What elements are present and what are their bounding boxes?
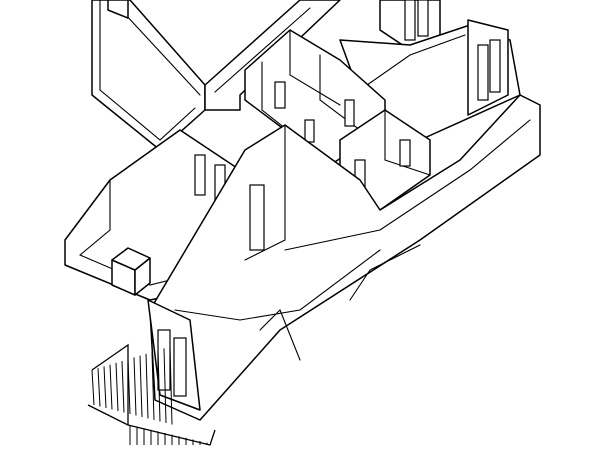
cabinet-top xyxy=(111,247,151,271)
interior-door-3 xyxy=(304,119,315,143)
window-right-pane-1 xyxy=(477,44,489,101)
left-room-wall-top xyxy=(79,179,111,256)
balcony-baluster xyxy=(169,346,173,425)
balcony-baluster xyxy=(127,359,131,415)
window-top-left xyxy=(107,0,129,19)
window-top-middle-pane-1 xyxy=(404,0,416,41)
balcony-baluster xyxy=(115,362,119,412)
main-room xyxy=(149,94,541,421)
top-wing-inner-edge xyxy=(99,0,196,141)
main-room-floor-edge-1 xyxy=(174,249,381,321)
upper-corridor-floor xyxy=(214,7,311,93)
balcony-baluster xyxy=(145,353,149,419)
interior-door-1 xyxy=(274,81,286,109)
balcony-baluster xyxy=(103,366,107,409)
balcony-balusters xyxy=(91,346,208,445)
window-bottom-left-pane-2 xyxy=(173,337,187,397)
interior-door-8 xyxy=(249,184,265,251)
balcony-bottom-rail xyxy=(87,404,129,426)
window-right-pane-2 xyxy=(489,39,501,93)
balcony-baluster xyxy=(121,360,125,413)
balcony-baluster xyxy=(151,351,155,421)
top-wing xyxy=(91,0,206,151)
interior-door-6 xyxy=(194,154,206,196)
balcony-railing xyxy=(87,343,216,446)
main-room-floor-edge-2 xyxy=(284,119,531,251)
interior-door-5 xyxy=(399,139,411,167)
balcony-baluster xyxy=(163,348,167,424)
window-top-middle-pane-2 xyxy=(417,0,429,37)
main-room-outer-wall xyxy=(149,94,541,421)
balcony-baluster xyxy=(97,368,101,407)
main-room-slope-2 xyxy=(349,244,421,301)
bathroom-partition xyxy=(384,109,431,176)
balcony-baluster xyxy=(157,350,161,422)
main-room-slope-1 xyxy=(259,309,301,361)
upper-right-wing-floor xyxy=(359,34,466,91)
balcony-baluster xyxy=(91,369,95,406)
top-wing-outer-wall xyxy=(91,0,206,151)
balcony-baluster xyxy=(139,355,143,418)
main-room-inner-wall xyxy=(244,124,286,261)
interior-door-2 xyxy=(344,99,355,127)
central-partition-1 xyxy=(289,29,341,106)
balcony-baluster xyxy=(109,364,113,410)
balcony-baluster xyxy=(133,357,137,416)
